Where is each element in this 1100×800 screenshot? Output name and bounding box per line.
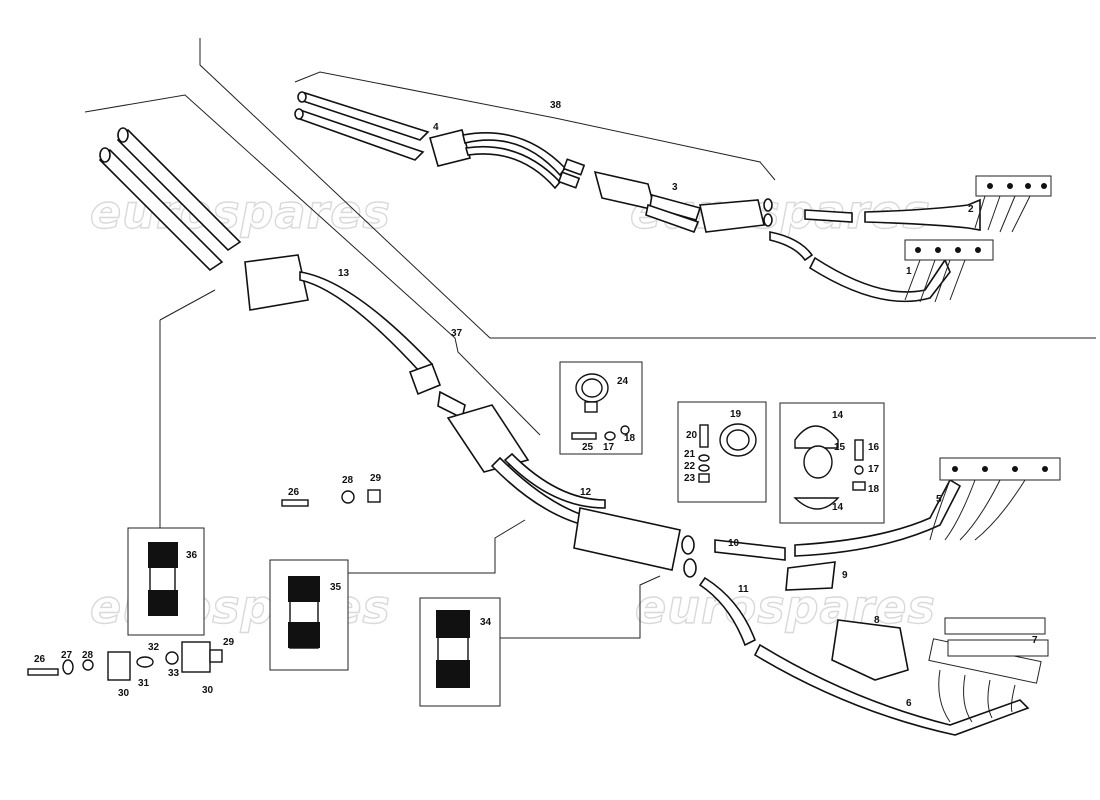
bolt-26 <box>281 499 309 507</box>
callout-15: 15 <box>834 442 846 453</box>
manifold-1-flange <box>904 239 994 261</box>
connector-pipe-11 <box>698 576 757 647</box>
callout-5: 5 <box>936 494 942 505</box>
callout-29b: 29 <box>223 637 235 648</box>
callout-33: 33 <box>168 668 180 679</box>
callout-18a: 18 <box>624 433 636 444</box>
callout-34: 34 <box>480 617 492 628</box>
upper-rear-box <box>429 129 471 167</box>
front-muffler-12 <box>573 507 681 571</box>
callout-19: 19 <box>730 409 742 420</box>
callout-28a: 28 <box>342 475 354 486</box>
callout-10: 10 <box>728 538 740 549</box>
callout-37: 37 <box>451 328 463 339</box>
mount-box-35 <box>269 559 349 671</box>
callout-26a: 26 <box>288 487 300 498</box>
callout-31: 31 <box>138 678 150 689</box>
upper-front-box <box>699 199 765 233</box>
leader-36 <box>159 289 216 321</box>
callout-labels: 1 2 3 4 5 6 7 8 9 10 11 12 13 14 14 15 1… <box>34 100 1038 709</box>
gasket-7-b <box>947 639 1049 657</box>
callout-18b: 18 <box>868 484 880 495</box>
manifold-1 <box>808 256 951 303</box>
callout-12: 12 <box>580 487 592 498</box>
assembly-38-bracket <box>294 71 776 181</box>
heat-shield-8 <box>831 619 909 681</box>
rear-muffler-13 <box>244 254 309 311</box>
callout-27: 27 <box>61 650 73 661</box>
callout-29a: 29 <box>370 473 382 484</box>
callout-17a: 17 <box>603 442 615 453</box>
detail-box-24 <box>559 361 643 455</box>
loose-hardware <box>27 489 381 681</box>
gasket-7-a <box>944 617 1046 635</box>
callout-38: 38 <box>550 100 562 111</box>
callout-26b: 26 <box>34 654 46 665</box>
center-muffler <box>446 404 530 473</box>
callout-9: 9 <box>842 570 848 581</box>
leader-34 <box>500 575 661 639</box>
bolt-26-b <box>27 668 59 676</box>
callout-24: 24 <box>617 376 629 387</box>
nut-29 <box>367 489 381 503</box>
main-exhaust-assembly <box>98 127 1061 736</box>
callout-20: 20 <box>686 430 698 441</box>
callout-7: 7 <box>1032 635 1038 646</box>
callout-30a: 30 <box>118 688 130 699</box>
detail-box-19 <box>677 401 767 503</box>
callout-6: 6 <box>906 698 912 709</box>
callout-16: 16 <box>868 442 880 453</box>
connector-pipe-10 <box>714 539 786 561</box>
washer-28 <box>341 490 355 504</box>
detail-box-14 <box>779 402 885 524</box>
mount-box-36 <box>127 527 205 636</box>
divider-lines <box>84 38 1096 639</box>
callout-22: 22 <box>684 461 696 472</box>
callout-11: 11 <box>738 584 749 595</box>
manifold-6 <box>753 643 1030 736</box>
callout-35: 35 <box>330 582 342 593</box>
callout-2: 2 <box>968 204 974 215</box>
callout-25: 25 <box>582 442 594 453</box>
callout-8: 8 <box>874 615 880 626</box>
callout-21: 21 <box>684 449 696 460</box>
callout-28b: 28 <box>82 650 94 661</box>
shield-9 <box>785 561 836 591</box>
upper-exhaust-assembly <box>294 91 1052 303</box>
leader-35 <box>340 519 526 574</box>
assembly-37-bracket <box>84 94 541 436</box>
upper-silencer-3 <box>593 170 657 212</box>
callout-30b: 30 <box>202 685 214 696</box>
callout-14a: 14 <box>832 410 844 421</box>
callout-3: 3 <box>672 182 678 193</box>
callout-23: 23 <box>684 473 696 484</box>
manifold-2-flange <box>975 175 1052 197</box>
upper-assembly-divider <box>199 38 1096 339</box>
mount-box-34 <box>419 597 501 707</box>
callout-32: 32 <box>148 642 160 653</box>
callout-36: 36 <box>186 550 198 561</box>
callout-4: 4 <box>433 122 439 133</box>
callout-1: 1 <box>906 266 912 277</box>
manifold-2 <box>864 198 981 231</box>
callout-14b: 14 <box>832 502 844 513</box>
callout-13: 13 <box>338 268 350 279</box>
manifold-5 <box>794 478 962 557</box>
callout-17b: 17 <box>868 464 880 475</box>
